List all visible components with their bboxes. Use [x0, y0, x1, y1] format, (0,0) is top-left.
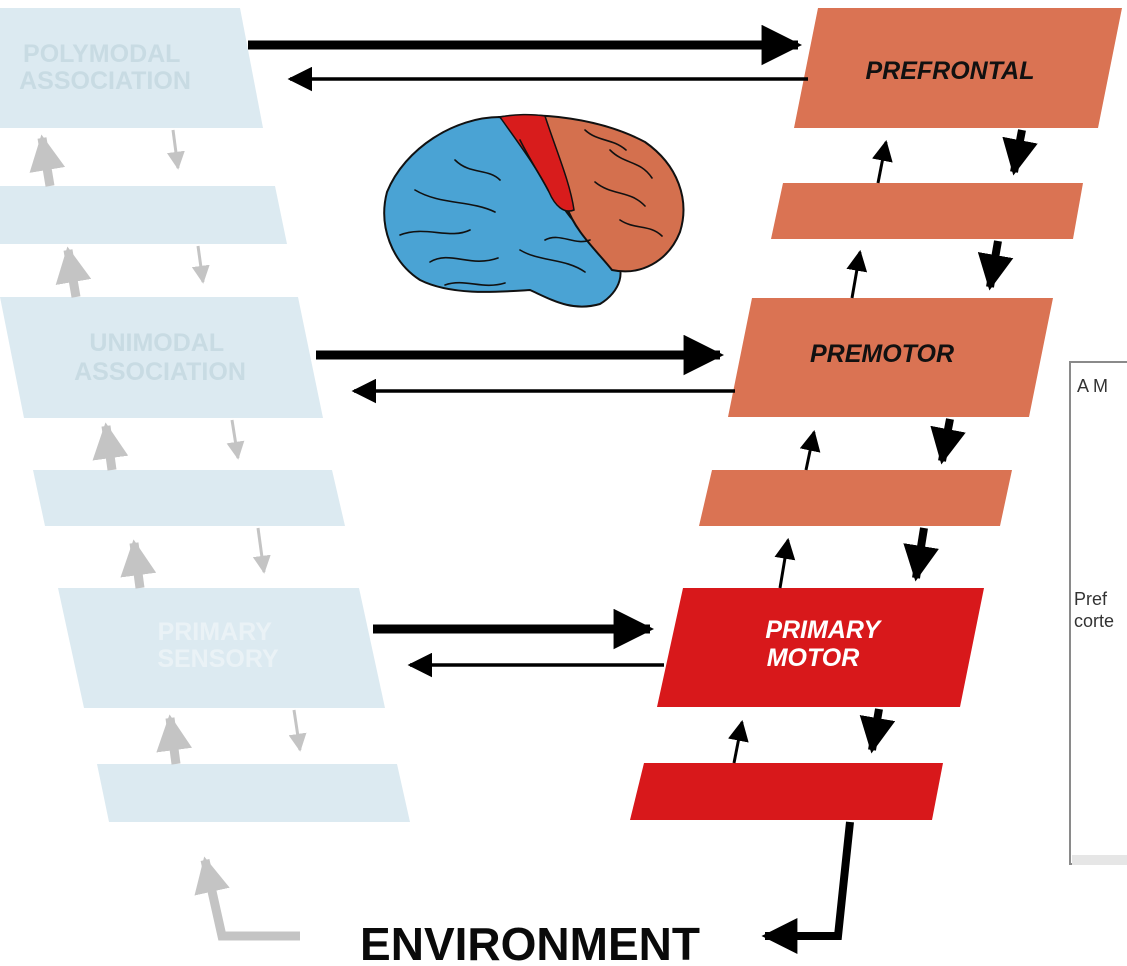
sensory-hierarchy: POLYMODAL ASSOCIATION UNIMODAL ASSOCIATI…	[0, 8, 410, 822]
polymodal-association-label: POLYMODAL ASSOCIATION	[19, 40, 191, 95]
sensory-intermediate-box-2	[33, 470, 345, 526]
sensory-intermediate-box-3	[97, 764, 410, 822]
environment-label: ENVIRONMENT	[360, 918, 700, 966]
polymodal-association-box	[0, 8, 263, 128]
primary-sensory-box	[58, 588, 385, 708]
primary-motor-label: PRIMARY MOTOR	[765, 616, 886, 672]
inset-panel: A M Pref corte	[1069, 361, 1127, 865]
primary-sensory-label: PRIMARY SENSORY	[157, 618, 279, 673]
unimodal-association-label: UNIMODAL ASSOCIATION	[74, 329, 246, 386]
inset-text-line2: corte	[1074, 611, 1114, 631]
brain-sulcus-lines	[399, 129, 663, 287]
premotor-label: PREMOTOR	[810, 340, 954, 368]
motor-hierarchy: PREFRONTAL PREMOTOR PRIMARY MOTOR	[630, 8, 1122, 820]
brain-icon	[383, 113, 685, 308]
motor-feedback-arrows	[728, 139, 893, 764]
sensory-intermediate-box-1	[0, 186, 287, 244]
cross-connection-arrows	[248, 24, 808, 678]
motor-intermediate-box-1	[771, 183, 1083, 239]
premotor-box	[728, 298, 1053, 417]
prefrontal-label: PREFRONTAL	[866, 57, 1035, 85]
sensory-feedforward-arrows	[29, 134, 300, 941]
motor-intermediate-box-2	[699, 470, 1012, 526]
motor-feedforward-arrows	[761, 129, 1038, 954]
sensory-feedback-arrows	[166, 129, 307, 752]
prefrontal-box	[794, 8, 1122, 128]
primary-motor-box	[657, 588, 984, 707]
unimodal-association-box	[0, 297, 323, 418]
inset-text-line1: Pref	[1074, 589, 1108, 609]
motor-intermediate-box-3	[630, 763, 943, 820]
inset-heading: A M	[1077, 376, 1108, 396]
